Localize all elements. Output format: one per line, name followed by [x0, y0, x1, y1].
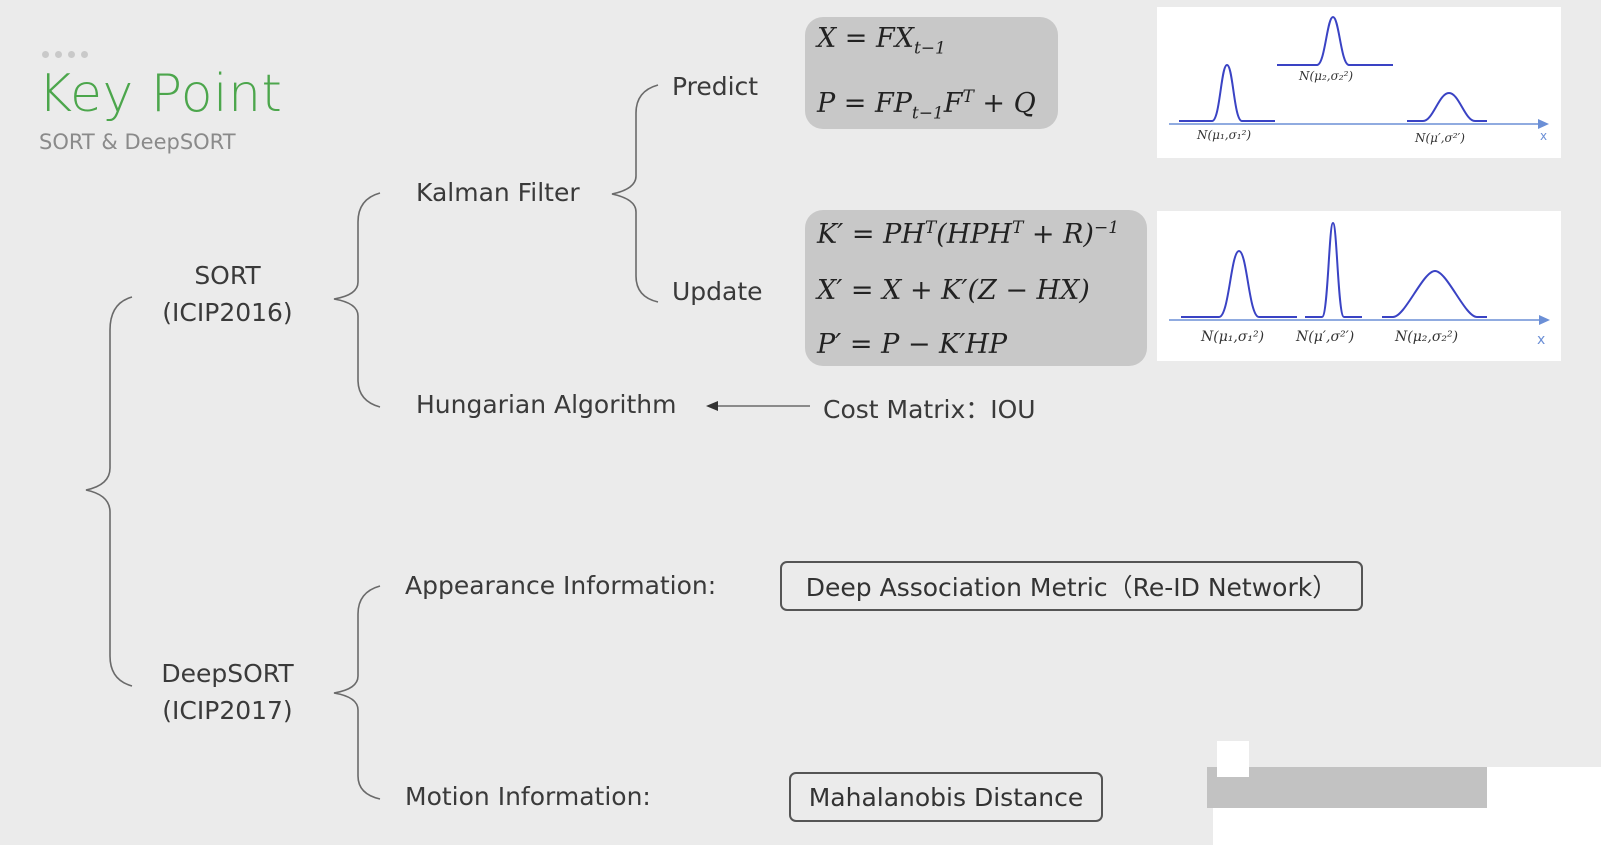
update-curve-3 [1382, 269, 1487, 318]
decorative-dots [42, 51, 88, 58]
update-curve-2 [1305, 221, 1362, 318]
page-subtitle: SORT & DeepSORT [39, 130, 236, 154]
update-equation-covariance: P′ = P − K′HP [817, 329, 1008, 360]
update-axis-arrow [1539, 315, 1550, 325]
deepsort-label: DeepSORT [161, 659, 294, 688]
sort-venue: (ICIP2016) [162, 298, 293, 327]
sort-label: SORT [194, 261, 261, 290]
predict-label: Predict [672, 72, 759, 101]
page-title: Key Point [38, 64, 283, 124]
predict-equation-covariance: P = FPt−1FT + Q [817, 87, 1036, 124]
motion-information-label: Motion Information: [405, 782, 651, 811]
predict-axis-arrow [1538, 119, 1549, 129]
predict-distribution-plot: N(μ₁,σ₁²) N(μ₂,σ₂²) N(μ′,σ²′) x [1157, 7, 1561, 158]
update-distribution-plot: N(μ₁,σ₁²) N(μ′,σ²′) N(μ₂,σ₂²) x [1157, 211, 1561, 361]
predict-plot-svg [1169, 15, 1549, 129]
update-equation-gain: K′ = PHT(HPHT + R)−1 [817, 218, 1120, 250]
deepsort-venue: (ICIP2017) [162, 696, 293, 725]
appearance-information-label: Appearance Information: [405, 571, 717, 600]
hungarian-algorithm-label: Hungarian Algorithm [416, 390, 677, 419]
predict-curve-left [1179, 63, 1275, 122]
sort-bracket [333, 192, 381, 408]
update-label-3: N(μ₂,σ₂²) [1395, 329, 1459, 345]
predict-equation-state: X = FXt−1 [817, 23, 946, 59]
motion-metric-box: Mahalanobis Distance [789, 772, 1103, 822]
update-equation-state: X′ = X + K′(Z − HX) [817, 275, 1090, 306]
deepsort-bracket [333, 585, 381, 800]
predict-curve-right [1407, 91, 1487, 122]
predict-label-right: N(μ′,σ²′) [1415, 131, 1465, 145]
kalman-bracket [611, 84, 659, 303]
update-label: Update [672, 277, 763, 306]
update-axis-label: x [1537, 332, 1546, 348]
predict-axis-label: x [1540, 129, 1548, 143]
kalman-filter-label: Kalman Filter [416, 178, 580, 207]
appearance-metric-box: Deep Association Metric（Re-ID Network） [780, 561, 1363, 611]
update-label-2: N(μ′,σ²′) [1296, 329, 1355, 345]
predict-curve-top [1277, 15, 1393, 66]
predict-label-top: N(μ₂,σ₂²) [1299, 69, 1354, 83]
predict-label-left: N(μ₁,σ₁²) [1197, 128, 1252, 142]
cost-arrow-head [706, 401, 718, 411]
update-plot-svg [1169, 221, 1550, 325]
update-equation-box: K′ = PHT(HPHT + R)−1 X′ = X + K′(Z − HX)… [805, 210, 1147, 366]
sort-node: SORT (ICIP2016) [150, 257, 305, 331]
deepsort-node: DeepSORT (ICIP2017) [150, 655, 305, 729]
placeholder-square [1217, 741, 1249, 777]
placeholder-bar [1207, 767, 1487, 808]
update-curve-1 [1181, 249, 1297, 318]
update-label-1: N(μ₁,σ₁²) [1201, 329, 1265, 345]
cost-matrix-label: Cost Matrix：IOU [823, 395, 1036, 424]
root-bracket [85, 296, 133, 687]
predict-equation-box: X = FXt−1 P = FPt−1FT + Q [805, 17, 1058, 129]
